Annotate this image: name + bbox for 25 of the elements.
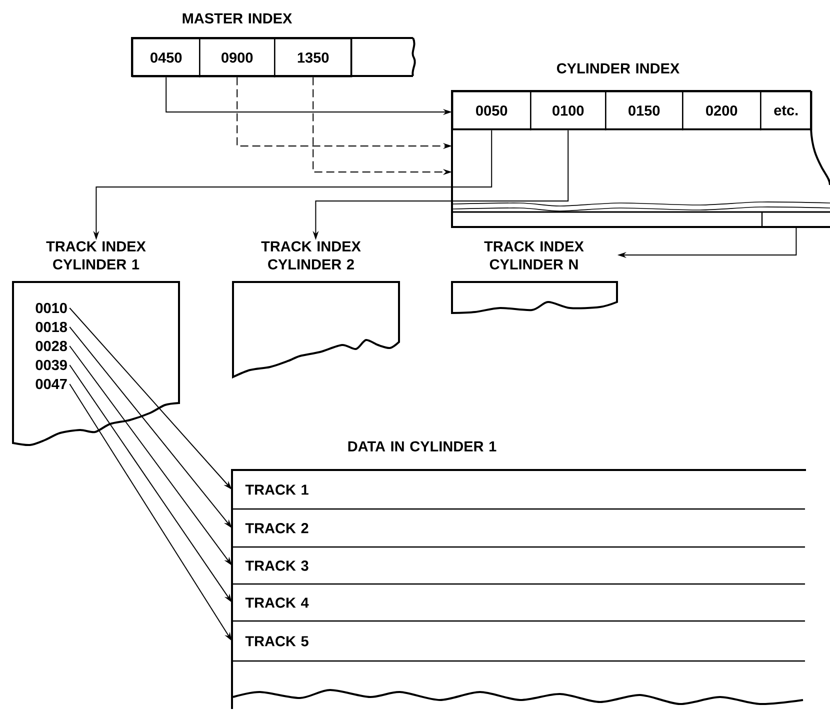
table-cell: 0150 — [605, 91, 684, 130]
table-cell: 0450 — [132, 38, 200, 78]
table-cell: 0100 — [530, 91, 606, 130]
empty-row — [232, 689, 804, 705]
index-card: TRACK INDEX CYLINDER 2 — [232, 241, 400, 378]
index-entry: 0028 — [36, 340, 68, 352]
table-cell: 1350 — [274, 38, 352, 78]
node-label: TRACK INDEX CYLINDER 1 — [46, 241, 146, 270]
index-card: TRACK INDEX CYLINDER N — [451, 241, 618, 314]
track-label: TRACK 3 — [245, 560, 308, 571]
track-label: TRACK 4 — [245, 598, 309, 608]
table-cell — [350, 38, 416, 76]
table-cell: 0900 — [199, 38, 276, 78]
table-cell: 0200 — [682, 91, 762, 130]
node-label: TRACK INDEX CYLINDER 2 — [261, 241, 361, 270]
node-label: TRACK INDEX CYLINDER N — [484, 241, 584, 270]
index-entry: 0039 — [36, 360, 67, 370]
table-cell: 0050 — [452, 91, 532, 130]
track-label: TRACK 2 — [245, 523, 308, 534]
track-label: TRACK 1 — [245, 484, 308, 495]
table-cell: etc. — [760, 91, 812, 130]
track-label: TRACK 5 — [245, 636, 308, 646]
index-entry: 0010 — [36, 302, 67, 314]
index-entry: 0018 — [36, 322, 68, 332]
index-entry: 0047 — [36, 378, 67, 390]
